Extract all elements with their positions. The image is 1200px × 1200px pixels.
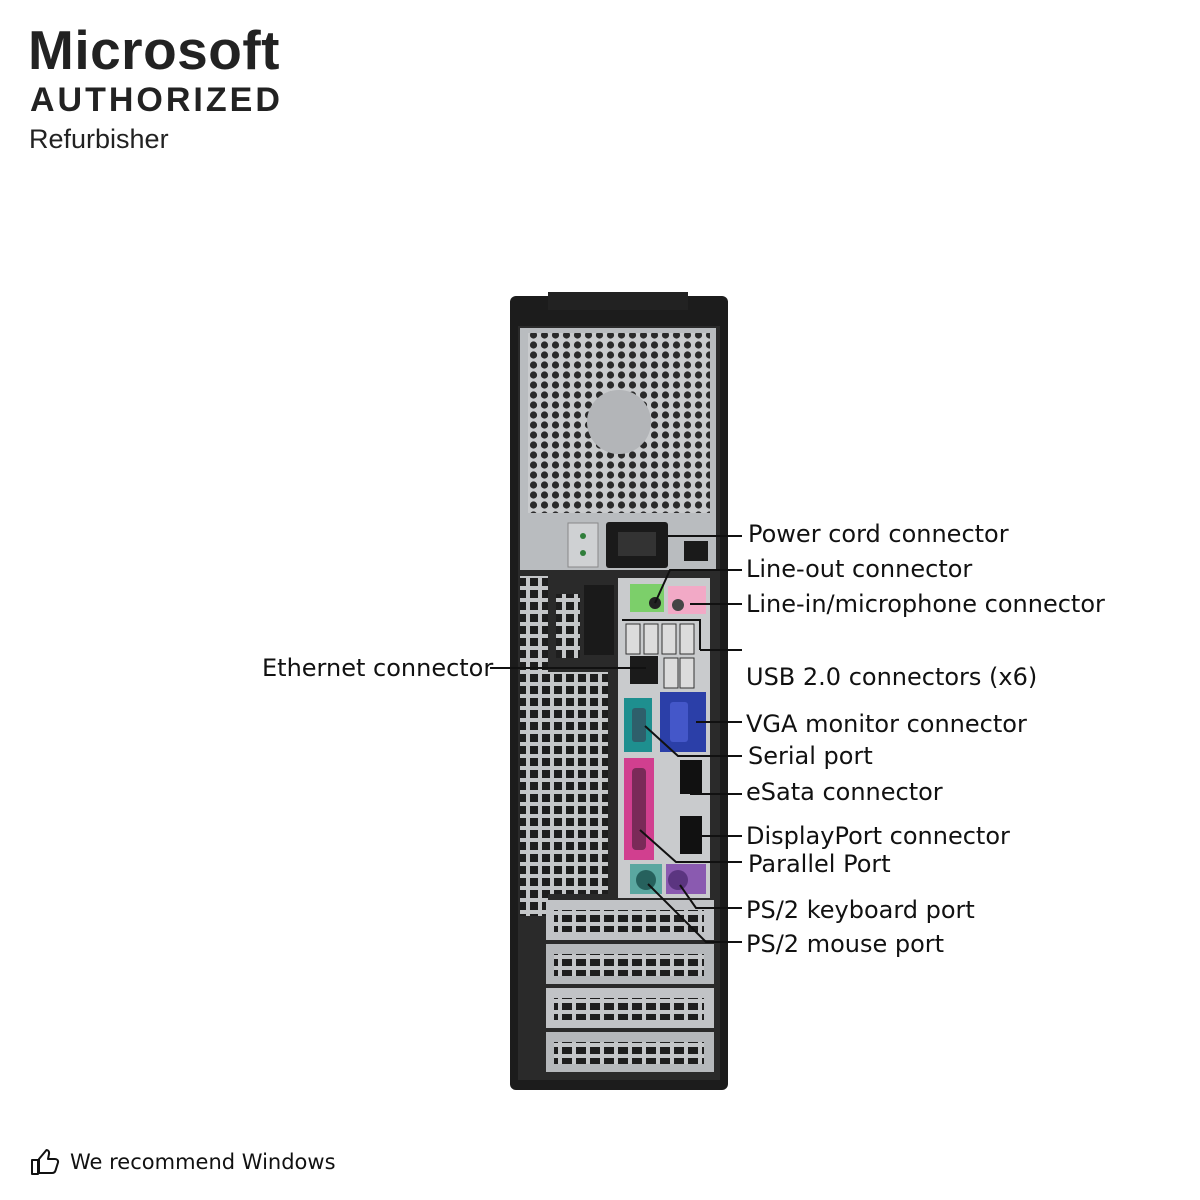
expansion-slots	[546, 900, 714, 1072]
label-serial: Serial port	[748, 742, 873, 770]
label-displayport: DisplayPort connector	[746, 822, 1010, 850]
label-line-in: Line-in/microphone connector	[746, 590, 1105, 618]
callout-ps2-keyboard	[679, 884, 742, 909]
thumbs-up-icon	[31, 1149, 60, 1175]
left-vent	[520, 576, 548, 916]
lower-vent	[548, 672, 608, 894]
callout-parallel	[639, 829, 742, 863]
callout-lines	[490, 535, 742, 943]
label-usb: USB 2.0 connectors (x6)	[746, 663, 1038, 691]
label-parallel: Parallel Port	[748, 850, 891, 878]
callout-usb-top	[622, 619, 701, 650]
logo-authorized: AUTHORIZED	[30, 81, 283, 119]
callout-line-out	[654, 569, 742, 604]
power-supply	[520, 328, 716, 570]
upper-vent	[556, 594, 580, 658]
footer-recommendation: We recommend Windows	[30, 1148, 336, 1176]
label-ps2-mouse: PS/2 mouse port	[746, 930, 945, 958]
label-vga: VGA monitor connector	[746, 710, 1027, 738]
microsoft-authorized-refurbisher-logo: Microsoft AUTHORIZED Refurbisher	[28, 18, 283, 160]
callout-ps2-mouse	[647, 883, 742, 943]
logo-refurbisher: Refurbisher	[29, 124, 169, 154]
label-line-out: Line-out connector	[746, 555, 973, 583]
io-panel	[584, 578, 710, 898]
label-ps2-keyboard: PS/2 keyboard port	[746, 896, 975, 924]
label-esata: eSata connector	[746, 778, 943, 806]
label-ethernet: Ethernet connector	[262, 654, 494, 682]
label-power-cord: Power cord connector	[748, 520, 1009, 548]
logo-microsoft: Microsoft	[28, 19, 280, 81]
callout-serial	[644, 725, 742, 757]
footer-text: We recommend Windows	[70, 1150, 336, 1174]
